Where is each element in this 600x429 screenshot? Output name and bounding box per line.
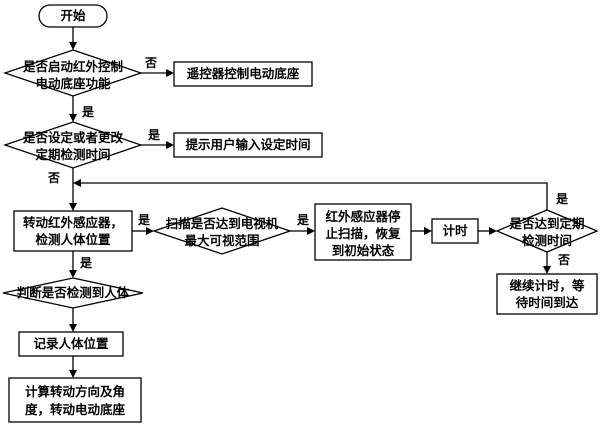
- arrow-enable-ir-to-remote: [166, 69, 174, 77]
- decision-enable-ir-line1: 是否启动红外控制: [22, 59, 123, 74]
- arrow-set-time-to-rotate: [69, 203, 77, 211]
- decision-scan-range-line1: 扫描是否达到电视机: [166, 216, 279, 231]
- process-timer-label: 计时: [442, 223, 468, 238]
- decision-enable-ir-line2: 电动底座功能: [35, 76, 111, 91]
- process-prompt-user: 提示用户输入设定时间: [173, 132, 323, 158]
- process-rotate-sensor-line2: 检测人体位置: [35, 232, 111, 247]
- decision-enable-ir-control: 是否启动红外控制 电动底座功能: [2, 49, 144, 97]
- label-no-set-time: 否: [47, 171, 60, 185]
- arrow-rotate-to-scan: [146, 227, 154, 235]
- arrow-start-to-enable-ir: [69, 42, 77, 50]
- edge-reached-loop-back: [79, 182, 548, 210]
- process-rotate-sensor-line1: 转动红外感应器，: [23, 215, 123, 230]
- arrow-detected-to-record: [69, 324, 77, 332]
- process-continue-timer-line2: 待时间到达: [516, 295, 579, 310]
- arrow-rotate-to-detected: [69, 270, 77, 278]
- process-timer: 计时: [431, 218, 479, 244]
- label-no-enable-ir: 否: [144, 56, 157, 70]
- label-yes-scan: 是: [296, 213, 310, 227]
- process-compute-rotation-line1: 计算转动方向及角: [25, 384, 125, 399]
- decision-set-detection-time: 是否设定或者更改 定期检测时间: [2, 121, 144, 169]
- process-compute-rotation: 计算转动方向及角 度，转动电动底座: [8, 377, 142, 423]
- process-stop-scan-line2: 止扫描，恢复: [325, 226, 401, 241]
- process-continue-timer-line1: 继续计时，等: [509, 278, 585, 293]
- decision-set-time-line1: 是否设定或者更改: [22, 130, 124, 145]
- label-no-reached: 否: [557, 253, 570, 267]
- arrow-reached-loop-back: [73, 179, 81, 187]
- process-remote-control-label: 遥控器控制电动底座: [187, 66, 300, 81]
- start-label: 开始: [60, 8, 86, 23]
- decision-scan-range: 扫描是否达到电视机 最大可视范围: [151, 207, 293, 255]
- label-yes-rotate: 是: [137, 213, 151, 227]
- arrow-enable-ir-to-set-time: [69, 114, 77, 122]
- arrow-reached-to-continue: [543, 266, 551, 274]
- label-yes-set-time: 是: [147, 128, 161, 142]
- arrow-timer-to-reached: [489, 227, 497, 235]
- process-compute-rotation-line2: 度，转动电动底座: [25, 402, 126, 417]
- arrow-stop-to-timer: [424, 227, 432, 235]
- start-node: 开始: [38, 4, 108, 28]
- label-yes-reached: 是: [555, 192, 569, 206]
- process-stop-scan-line1: 红外感应器停: [325, 209, 401, 224]
- process-stop-scan: 红外感应器停 止扫描，恢复 到初始状态: [314, 203, 412, 261]
- process-prompt-user-label: 提示用户输入设定时间: [185, 137, 310, 152]
- decision-detected-body-label: 判断是否检测到人体: [17, 285, 130, 300]
- process-stop-scan-line3: 到初始状态: [332, 243, 395, 258]
- process-remote-control: 遥控器控制电动底座: [173, 61, 313, 87]
- label-yes-enable-ir: 是: [81, 105, 95, 119]
- decision-reached-time-line2: 检测时间: [522, 233, 572, 248]
- arrow-set-time-to-prompt: [166, 141, 174, 149]
- process-continue-timer: 继续计时，等 待时间到达: [496, 273, 598, 315]
- label-yes-detected: 是: [79, 256, 93, 270]
- decision-scan-range-line2: 最大可视范围: [184, 233, 259, 248]
- decision-set-time-line2: 定期检测时间: [34, 147, 110, 162]
- process-record-position: 记录人体位置: [18, 331, 124, 357]
- arrow-scan-to-stop: [307, 227, 315, 235]
- process-rotate-sensor: 转动红外感应器， 检测人体位置: [13, 210, 133, 252]
- decision-reached-time: 是否达到定期 检测时间: [495, 209, 599, 253]
- process-record-position-label: 记录人体位置: [33, 336, 109, 351]
- arrow-record-to-compute: [69, 370, 77, 378]
- decision-detected-body: 判断是否检测到人体: [2, 277, 144, 309]
- decision-reached-time-line1: 是否达到定期: [508, 216, 584, 231]
